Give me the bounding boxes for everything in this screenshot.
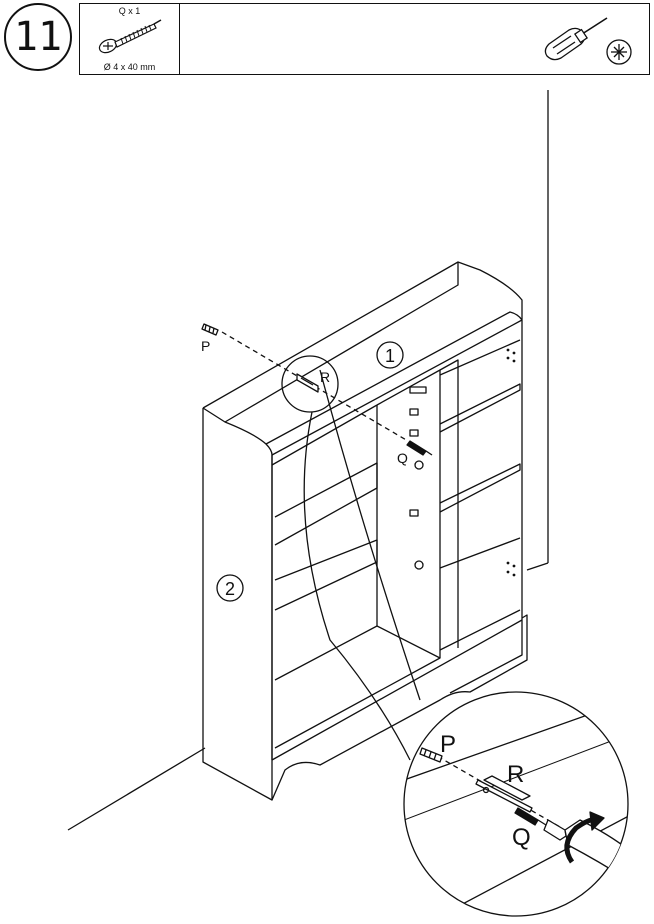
top-panel-1 [202,261,523,456]
hardware-tool-header: Q x 1 Ø 4 x 40 mm [79,3,650,75]
svg-text:2: 2 [225,579,235,599]
shelf-pin-holes [506,348,516,577]
side-panel-2 [202,407,273,801]
zoom-source-circle [281,355,339,413]
phillips-screwdriver-icon [544,17,632,65]
bottom-skirt [271,614,528,801]
label-p: P [201,338,210,354]
label-r: R [320,369,330,385]
bracket-r [296,373,319,393]
screw-icon [98,19,162,54]
detail-label-r: R [507,761,524,788]
panel-label-2: 2 [216,574,244,602]
zoom-connector-left [303,411,411,761]
hardware-cell: Q x 1 Ø 4 x 40 mm [80,4,180,74]
divider-hardware [409,386,427,570]
detail-circle [403,691,629,917]
screw-q [406,440,433,456]
wall-base-line [526,562,549,571]
step-number: 11 [13,14,63,60]
hardware-quantity: Q x 1 [118,6,141,16]
floor-line [67,747,206,831]
zoom-connector-right [319,369,421,701]
detail-label-q: Q [512,824,531,851]
panel-label-1: 1 [376,341,404,369]
detail-label-p: P [440,731,456,758]
step-number-badge: 11 [4,3,72,71]
right-side-panel [449,322,523,694]
wall-plug-p [201,323,219,336]
svg-text:1: 1 [385,346,395,366]
hardware-size: Ø 4 x 40 mm [103,62,156,72]
left-compartment [271,404,441,760]
label-q: Q [397,450,408,466]
divider-panel [376,359,459,658]
right-compartment-shelves [439,339,521,651]
